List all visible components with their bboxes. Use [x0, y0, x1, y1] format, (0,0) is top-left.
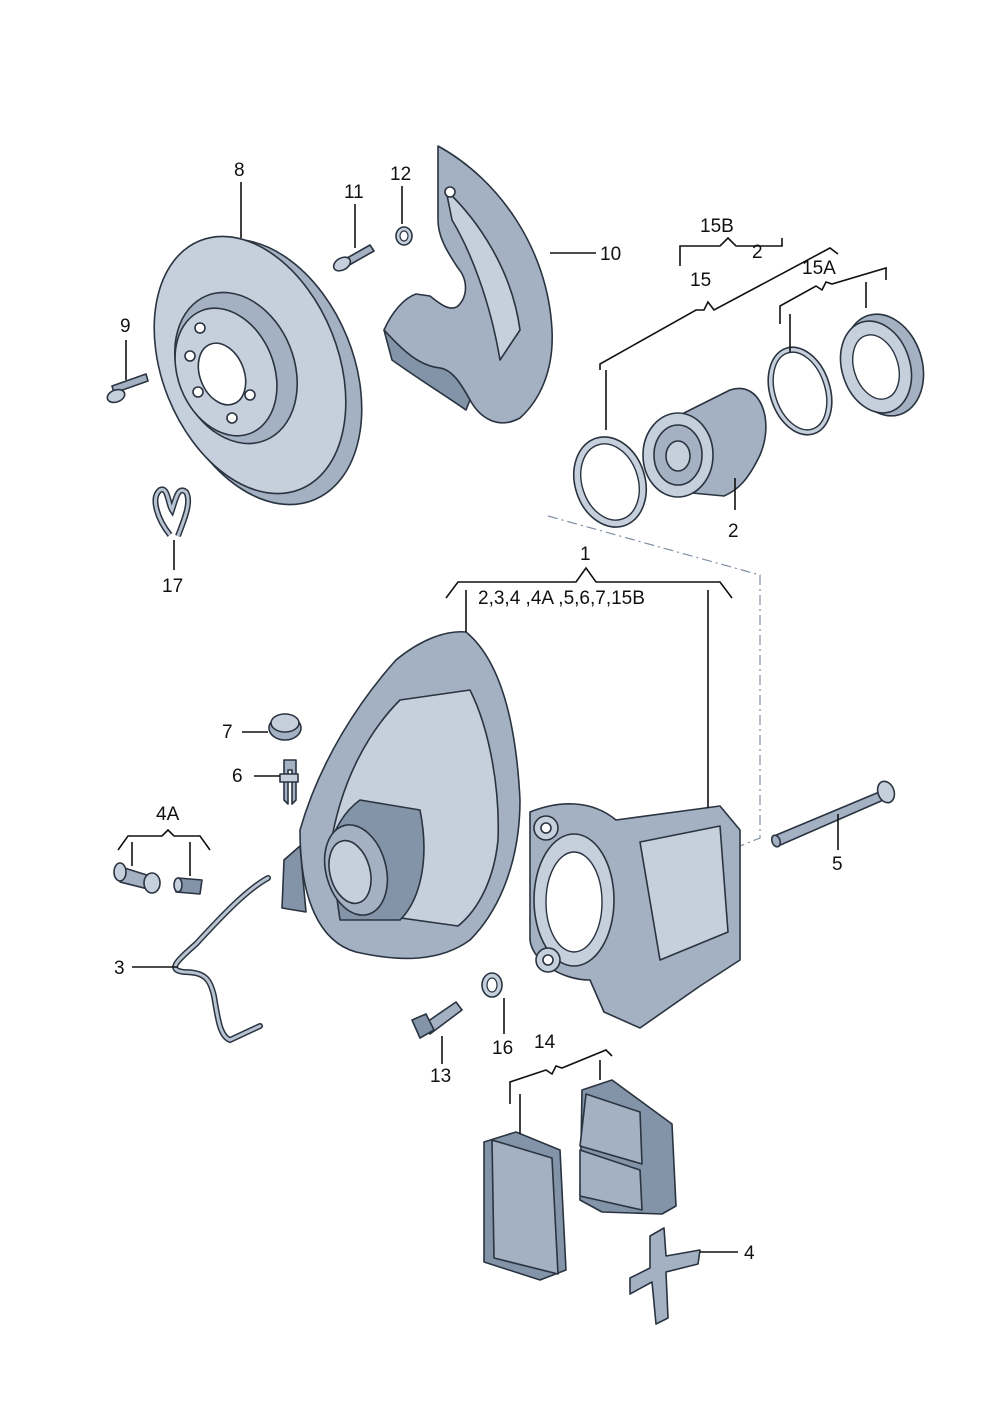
- label-15b: 15B: [700, 216, 734, 237]
- label-1: 1: [580, 544, 591, 565]
- screw-part-11: [332, 244, 375, 272]
- label-14: 14: [534, 1032, 556, 1053]
- label-3: 3: [114, 958, 125, 979]
- label-4: 4: [744, 1243, 755, 1264]
- label-15: 15: [690, 270, 711, 291]
- label-16: 16: [492, 1038, 513, 1059]
- brake-disc-part-8: [153, 235, 363, 506]
- bolt-part-13: [411, 1001, 463, 1039]
- label-2-piston: 2: [728, 521, 739, 542]
- brake-pads-part-14: [483, 1079, 677, 1281]
- label-11: 11: [344, 182, 364, 203]
- label-5: 5: [832, 854, 843, 875]
- guide-pin-part-5: [770, 780, 896, 848]
- cap-part-7: [268, 713, 302, 741]
- leader-lines: [117, 182, 887, 1253]
- ring-part-16: [481, 972, 503, 998]
- label-17: 17: [162, 576, 183, 597]
- label-6: 6: [232, 766, 243, 787]
- dust-cover-part-15b: [839, 313, 925, 417]
- label-15a: 15A: [802, 258, 836, 279]
- label-2-top: 2: [752, 242, 763, 263]
- caliper-carrier-part-1: [529, 803, 741, 1029]
- label-1-contents: 2,3,4 ,4A ,5,6,7,15B: [478, 588, 645, 609]
- label-10: 10: [600, 244, 621, 265]
- label-7: 7: [222, 722, 233, 743]
- bleeder-part-6: [279, 759, 299, 805]
- part-labels: 8 9 17 11 12 10 15B 2 15 15A 2 1 2,3,4 ,…: [114, 160, 843, 1264]
- retaining-ring-part-15a: [767, 346, 833, 436]
- seal-part-15: [573, 436, 647, 528]
- label-12: 12: [390, 164, 411, 185]
- label-8: 8: [234, 160, 245, 181]
- caliper-housing-part-1: [281, 630, 521, 960]
- bushings-part-4a: [113, 862, 203, 895]
- piston-part-2: [642, 387, 767, 498]
- spring-plate-part-4: [629, 1227, 701, 1325]
- label-13: 13: [430, 1066, 451, 1087]
- label-9: 9: [120, 316, 131, 337]
- label-4a: 4A: [156, 804, 180, 825]
- screw-part-9: [106, 373, 149, 404]
- spring-wire-part-3: [172, 875, 271, 1044]
- splash-shield-part-10: [383, 145, 553, 424]
- spring-clip-part-17: [152, 486, 192, 538]
- ring-part-12: [395, 226, 413, 246]
